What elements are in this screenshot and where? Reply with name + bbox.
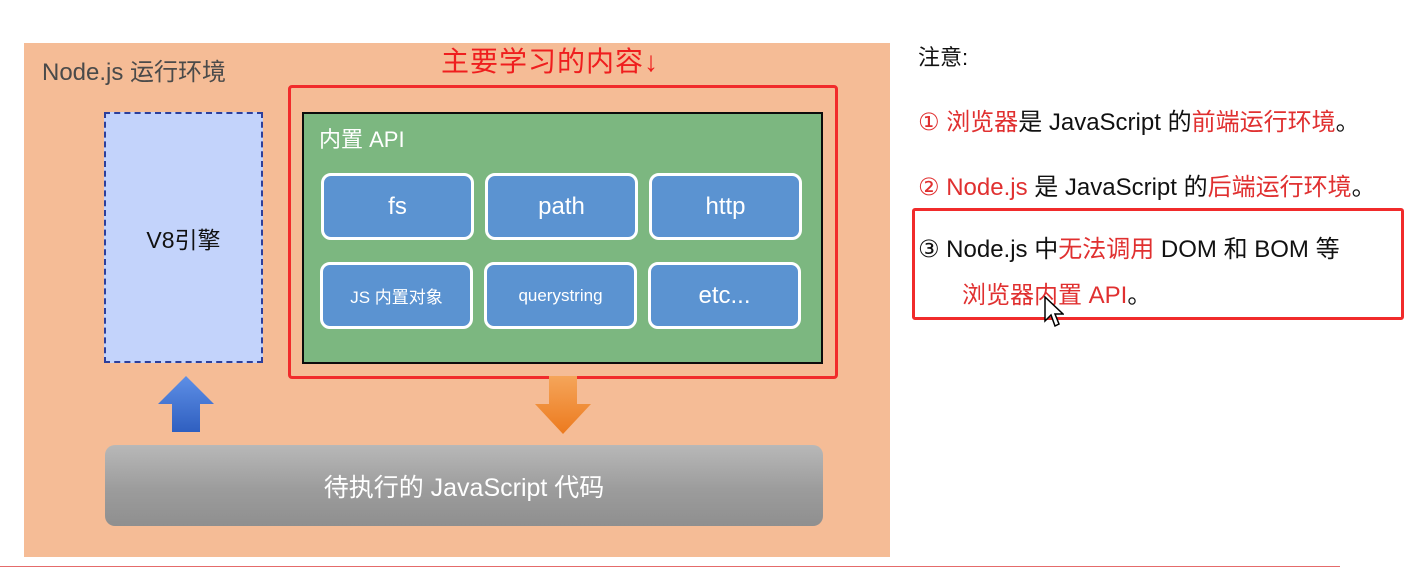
note-3-period: 。 [1127,282,1152,309]
v8-engine-label: V8引擎 [146,226,221,253]
module-querystring: querystring [484,262,637,329]
note-2: ② Node.js 是 JavaScript 的后端运行环境。 [918,167,1376,202]
note-2-period: 。 [1351,174,1376,201]
code-bar-label: 待执行的 JavaScript 代码 [323,473,605,502]
note-1-browser: 浏览器 [946,109,1019,136]
note-2-text: 是 JavaScript 的 [1027,174,1208,201]
note-3-text: Node.js 中 [939,236,1059,263]
note-3-highlight-frame [912,208,1404,320]
notes-title: 注意: [918,45,969,70]
note-2-nodejs: Node.js [946,174,1028,201]
note-3: ③ Node.js 中无法调用 DOM 和 BOM 等 [918,229,1340,264]
v8-engine-box: V8引擎 [104,112,263,363]
note-3-cannot-call: 无法调用 [1058,236,1155,263]
note-3-number: ③ [918,236,940,263]
pending-js-code-bar: 待执行的 JavaScript 代码 [105,445,823,526]
note-1-number: ① [918,109,940,136]
note-2-backend-env: 后端运行环境 [1207,174,1352,201]
note-3-dom-bom: DOM 和 BOM 等 [1154,236,1340,263]
note-1-period: 。 [1335,109,1360,136]
module-http: http [649,173,802,240]
note-1-frontend-env: 前端运行环境 [1191,109,1336,136]
module-path: path [485,173,638,240]
module-js-builtin-objects: JS 内置对象 [320,262,473,329]
arrow-up-icon [158,376,214,432]
arrow-down-icon [535,376,591,434]
module-etc: etc... [648,262,801,329]
environment-title: Node.js 运行环境 [42,59,227,86]
mouse-cursor-icon [1044,296,1064,328]
note-1-text: 是 JavaScript 的 [1018,109,1192,136]
note-1: ① 浏览器是 JavaScript 的前端运行环境。 [918,102,1360,137]
focus-label: 主要学习的内容↓ [441,46,660,77]
note-2-number: ② [918,174,940,201]
builtin-api-title: 内置 API [319,127,405,152]
bottom-divider [0,566,1340,567]
module-fs: fs [321,173,474,240]
